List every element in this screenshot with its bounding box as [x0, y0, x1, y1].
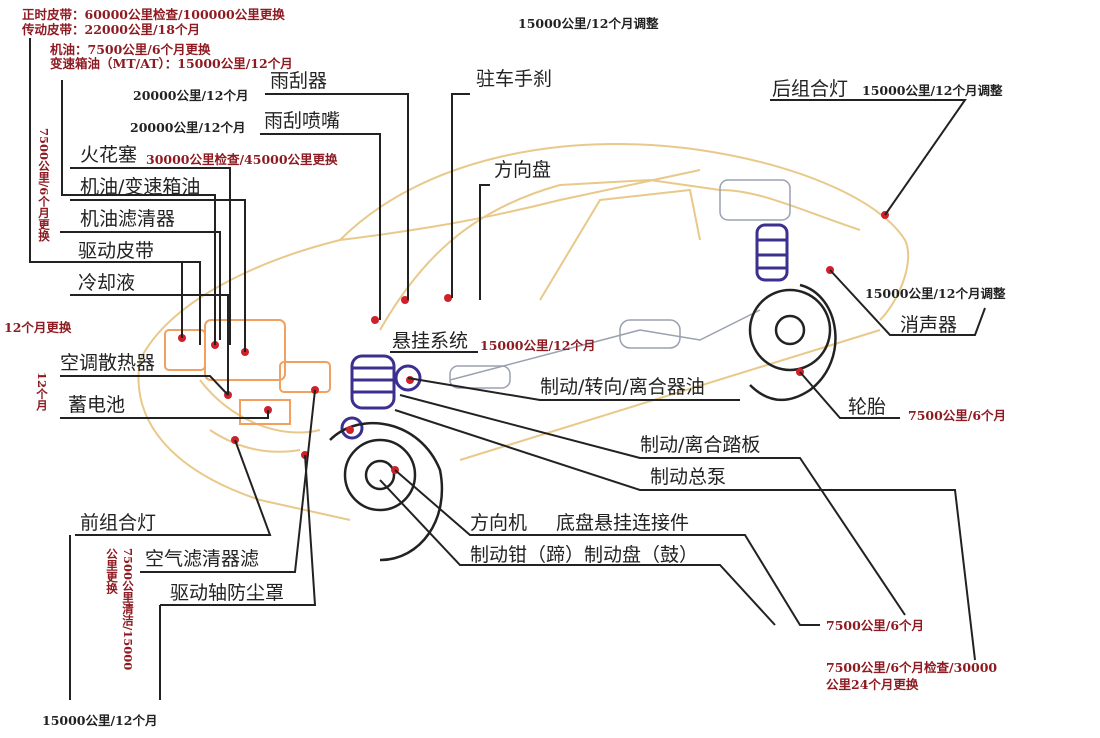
leader-lines	[29, 38, 986, 700]
note-timing-belt: 正时皮带：60000公里检查/100000公里更换	[22, 7, 285, 22]
note-wiper: 20000公里/12个月	[133, 88, 249, 103]
label-coolant: 冷却液	[78, 272, 136, 294]
label-oil-gear-oil: 机油/变速箱油	[80, 176, 201, 198]
note-brake-line1: 7500公里/6个月检查/30000	[826, 660, 998, 675]
label-wiper-nozzle: 雨刮喷嘴	[264, 110, 341, 132]
label-wiper: 雨刮器	[270, 70, 328, 92]
label-brake-caliper: 制动钳（蹄）制动盘（鼓）	[470, 544, 699, 566]
label-brake-pedal: 制动/离合踏板	[640, 434, 761, 456]
label-ac-radiator: 空调散热器	[60, 352, 156, 374]
label-oil-filter: 机油滤清器	[80, 208, 176, 230]
label-steering-wheel: 方向盘	[494, 159, 552, 181]
label-spark-plug: 火花塞	[80, 144, 138, 166]
note-drive-belt: 传动皮带：22000公里/18个月	[22, 22, 200, 37]
label-rear-light: 后组合灯	[772, 78, 849, 100]
label-driveshaft-boot: 驱动轴防尘罩	[170, 582, 285, 604]
label-air-filter: 空气滤清器滤	[145, 548, 260, 570]
car-body-outline	[137, 143, 910, 521]
label-steering-gear: 方向机	[470, 512, 528, 534]
note-oil-filter: 7500公里/6个月更换	[37, 128, 51, 242]
engine	[164, 319, 331, 425]
note-suspension: 15000公里/12个月	[480, 338, 596, 353]
note-front-light: 15000公里/12个月	[42, 713, 158, 728]
note-brake-pedal: 7500公里/6个月	[826, 618, 925, 633]
note-rear-light: 15000公里/12个月调整	[862, 83, 1003, 98]
note-spark-plug: 30000公里检查/45000公里更换	[146, 152, 338, 167]
label-battery: 蓄电池	[68, 394, 126, 416]
label-suspension: 悬挂系统	[392, 330, 469, 352]
suspension-springs	[340, 223, 789, 440]
note-brake-line2: 公里24个月更换	[826, 677, 919, 692]
label-front-light: 前组合灯	[80, 512, 157, 534]
rear-axle	[449, 179, 791, 389]
label-tire: 轮胎	[848, 396, 887, 418]
label-parking-brake: 驻车手刹	[476, 68, 553, 90]
note-wiper-nozzle: 20000公里/12个月	[130, 120, 246, 135]
note-coolant: 12个月更换	[4, 320, 72, 335]
note-tire: 7500公里/6个月	[908, 408, 1007, 423]
label-master-cylinder: 制动总泵	[650, 466, 727, 488]
note-air-filter-1: 7500公里清洁/15000	[121, 548, 135, 671]
label-chassis-joints: 底盘悬挂连接件	[556, 512, 690, 534]
note-engine-oil: 机油：7500公里/6个月更换	[50, 42, 211, 57]
label-muffler: 消声器	[900, 314, 958, 336]
label-brake-fluid: 制动/转向/离合器油	[540, 376, 705, 398]
note-muffler: 15000公里/12个月调整	[865, 286, 1006, 301]
note-battery: 12个月	[35, 372, 49, 412]
note-air-filter-2: 公里更换	[105, 548, 119, 594]
wheels	[329, 283, 837, 562]
label-drive-belt: 驱动皮带	[78, 240, 155, 262]
note-gear-oil: 变速箱油（MT/AT）：15000公里/12个月	[50, 56, 293, 71]
note-parking-brake: 15000公里/12个月调整	[518, 16, 659, 31]
